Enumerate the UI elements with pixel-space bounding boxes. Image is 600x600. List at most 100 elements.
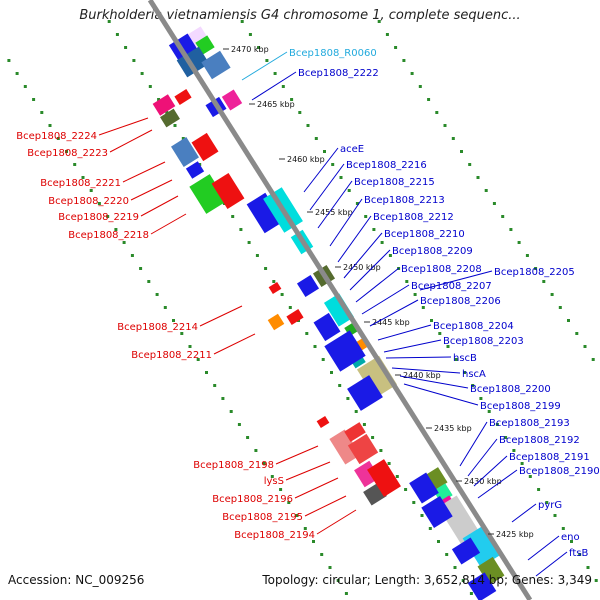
guide-dot: [290, 98, 294, 101]
gene-label-left[interactable]: Bcep1808_2218: [68, 230, 149, 241]
guide-dot: [330, 371, 333, 374]
leader-line: [473, 455, 508, 487]
kbp-tick-label: 2445 kbp: [372, 318, 410, 327]
guide-dot: [155, 293, 159, 296]
gene-labels: Bcep1808_2224Bcep1808_2223Bcep1808_2221B…: [16, 48, 600, 577]
gene-label-right[interactable]: Bcep1808_2222: [298, 68, 379, 79]
gene-label-right[interactable]: Bcep1808_2210: [384, 229, 465, 240]
gene-label-right[interactable]: hscA: [462, 369, 486, 380]
gene-label-right[interactable]: aceE: [340, 144, 364, 155]
guide-dot: [413, 293, 417, 296]
guide-dot: [446, 345, 450, 348]
guide-dot: [362, 423, 366, 426]
gene-label-right[interactable]: Bcep1808_2207: [411, 281, 492, 292]
guide-dot: [476, 176, 480, 179]
guide-dot: [273, 72, 277, 75]
gene-label-right[interactable]: Bcep1808_2205: [494, 267, 575, 278]
guide-dot: [255, 254, 259, 257]
gene-label-left[interactable]: Bcep1808_2196: [212, 494, 293, 505]
gene-label-right[interactable]: Bcep1808_2209: [392, 246, 473, 257]
leader-line: [251, 71, 297, 101]
gene-label-right[interactable]: Bcep1808_2215: [354, 177, 435, 188]
guide-dot: [460, 150, 463, 153]
gene-block: [171, 137, 199, 167]
gene-label-right[interactable]: Bcep1808_2216: [346, 160, 427, 171]
guide-dot: [435, 111, 439, 114]
gene-block: [316, 415, 330, 429]
gene-label-right[interactable]: eno: [561, 532, 580, 543]
gene-label-right[interactable]: Bcep1808_2204: [433, 321, 514, 332]
guide-dot: [451, 137, 455, 140]
gene-block: [268, 281, 282, 295]
gene-label-right[interactable]: Bcep1808_2208: [401, 264, 482, 275]
gene-label-right[interactable]: Bcep1808_2192: [499, 435, 580, 446]
gene-label-right[interactable]: Bcep1808_2213: [364, 195, 445, 206]
guide-dot: [147, 280, 151, 283]
gene-label-right[interactable]: ftsB: [569, 548, 588, 559]
leader-line: [349, 249, 391, 291]
kbp-tick-label: 2450 kbp: [343, 263, 381, 272]
kbp-tick-label: 2460 kbp: [287, 155, 325, 164]
gene-label-right[interactable]: Bcep1808_2212: [373, 212, 454, 223]
gene-label-left[interactable]: Bcep1808_2198: [193, 460, 274, 471]
gene-label-left[interactable]: lysS: [264, 476, 284, 487]
guide-dot: [288, 306, 292, 309]
guide-dot: [172, 319, 175, 322]
gene-label-right[interactable]: Bcep1808_2206: [420, 296, 501, 307]
leader-line: [294, 477, 339, 499]
gene-label-left[interactable]: Bcep1808_2221: [40, 178, 121, 189]
leader-line: [355, 267, 400, 303]
guide-dot: [438, 332, 442, 335]
guide-dot: [303, 527, 307, 530]
gene-label-right[interactable]: Bcep1808_2200: [470, 384, 551, 395]
leader-line: [511, 503, 537, 523]
kbp-tick-label: 2470 kbp: [231, 45, 269, 54]
gene-label-left[interactable]: Bcep1808_2214: [117, 322, 198, 333]
gene-block: [329, 429, 361, 465]
gene-label-right[interactable]: Bcep1808_2199: [480, 401, 561, 412]
gene-label-left[interactable]: Bcep1808_2211: [131, 350, 212, 361]
guide-dot: [163, 306, 167, 309]
kbp-tick-label: 2430 kbp: [464, 477, 502, 486]
guide-dot: [428, 527, 432, 530]
gene-label-right[interactable]: Bcep1808_2191: [509, 452, 590, 463]
guide-dot: [517, 241, 521, 244]
guide-dot: [339, 176, 343, 179]
leader-line: [329, 198, 363, 247]
guide-dot: [394, 46, 398, 49]
leader-line: [467, 438, 498, 477]
guide-dot: [402, 59, 406, 62]
leader-line: [535, 551, 568, 577]
leader-line: [130, 179, 173, 201]
gene-label-left[interactable]: Bcep1808_2219: [58, 212, 139, 223]
gene-label-left[interactable]: Bcep1808_2194: [234, 530, 315, 541]
guide-dot: [248, 33, 252, 36]
gene-label-right[interactable]: Bcep1808_2190: [519, 466, 600, 477]
gene-label-right[interactable]: Bcep1808_2193: [489, 418, 570, 429]
guide-dot: [418, 85, 422, 88]
gene-label-left[interactable]: Bcep1808_2220: [48, 196, 129, 207]
leader-line: [241, 51, 288, 81]
guide-dot: [410, 72, 414, 75]
guide-dot: [139, 267, 143, 270]
leader-line: [391, 367, 461, 374]
gene-block: [201, 50, 231, 80]
gene-label-right[interactable]: pyrG: [538, 500, 562, 511]
gene-label-left[interactable]: Bcep1808_2223: [27, 148, 108, 159]
topology-text: Topology: circular; Length: 3,652,814 bp…: [262, 573, 592, 587]
guide-dot: [586, 566, 590, 569]
guide-dot: [323, 150, 326, 153]
leader-line: [343, 232, 383, 279]
gene-label-left[interactable]: Bcep1808_2224: [16, 131, 97, 142]
leader-line: [337, 215, 372, 263]
gene-label-right[interactable]: Bcep1808_R0060: [289, 48, 377, 59]
guide-dot: [23, 85, 27, 88]
guide-dot: [558, 306, 562, 309]
chromosome-backbone: [147, 0, 533, 600]
guide-dot: [188, 345, 192, 348]
gene-label-right[interactable]: Bcep1808_2203: [443, 336, 524, 347]
leader-line: [199, 305, 243, 327]
gene-label-left[interactable]: Bcep1808_2195: [222, 512, 303, 523]
gene-label-right[interactable]: hscB: [453, 353, 477, 364]
